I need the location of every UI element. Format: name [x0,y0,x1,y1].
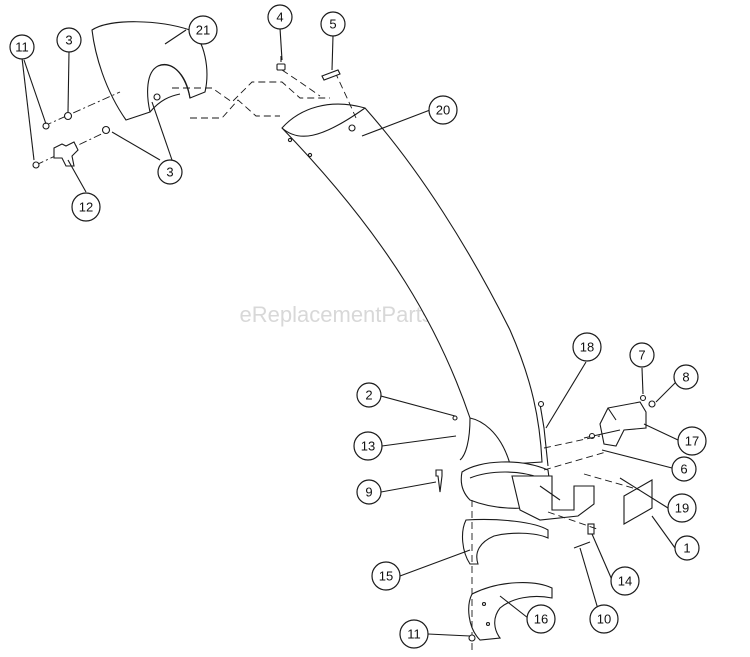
svg-text:16: 16 [534,612,548,627]
svg-text:6: 6 [680,462,687,477]
callout-21: 21 [188,15,218,45]
upper-left-fasteners [32,91,121,169]
lower-alignment-line [547,511,601,531]
svg-text:19: 19 [675,501,689,516]
svg-text:12: 12 [79,200,93,215]
svg-text:21: 21 [196,23,210,38]
svg-text:11: 11 [15,40,29,55]
callout-9: 9 [356,479,382,505]
callout-19: 19 [667,493,697,523]
svg-text:15: 15 [379,569,393,584]
callout-3-lower: 3 [157,159,183,185]
leader-lines [21,27,679,637]
svg-text:17: 17 [685,434,699,449]
hood-chute-alignment-lines [172,69,357,119]
part-19-bracket-block [511,475,595,521]
callout-7: 7 [629,342,655,368]
svg-text:3: 3 [166,165,173,180]
callout-14: 14 [610,566,640,596]
callout-17: 17 [677,426,707,456]
callout-20: 20 [428,95,458,125]
callout-11-lower: 11 [399,619,429,649]
parts-2-9-fasteners [435,415,458,493]
callout-1: 1 [674,535,700,561]
callout-15: 15 [371,561,401,591]
part-1-cover-plate [583,473,653,525]
hood-bolts [276,56,341,81]
callout-6: 6 [671,456,697,482]
callout-8: 8 [673,364,699,390]
svg-text:4: 4 [276,10,283,25]
svg-text:7: 7 [638,348,645,363]
callout-2: 2 [356,382,382,408]
part-21-deflector-hood [91,21,208,121]
part-11-nut-lower [468,634,476,642]
part-14-10-hardware [573,523,595,549]
callout-13: 13 [353,431,383,461]
svg-text:20: 20 [436,103,450,118]
parts-7-8-hardware [639,394,656,408]
svg-text:8: 8 [682,370,689,385]
part-6-bolt [543,429,621,471]
svg-text:14: 14 [618,574,632,589]
svg-text:3: 3 [65,33,72,48]
svg-text:13: 13 [361,439,375,454]
callout-3-upper: 3 [56,27,82,53]
svg-text:1: 1 [683,541,690,556]
callout-11-upper: 11 [9,34,35,60]
callout-12: 12 [71,192,101,222]
part-16-base-plate [468,582,553,641]
part-15-lower-flange [461,518,549,565]
svg-text:2: 2 [365,388,372,403]
svg-text:10: 10 [597,612,611,627]
callout-16: 16 [526,604,556,634]
part-17-bracket [599,401,647,447]
callout-5: 5 [320,11,346,37]
callout-4: 4 [267,4,293,30]
part-20-chute-tube [281,103,543,465]
svg-text:5: 5 [329,17,336,32]
svg-text:11: 11 [407,627,421,642]
svg-text:9: 9 [365,485,372,500]
callout-10: 10 [589,604,619,634]
part-18-pin [537,400,549,467]
callout-18: 18 [572,332,602,362]
svg-text:18: 18 [580,340,594,355]
